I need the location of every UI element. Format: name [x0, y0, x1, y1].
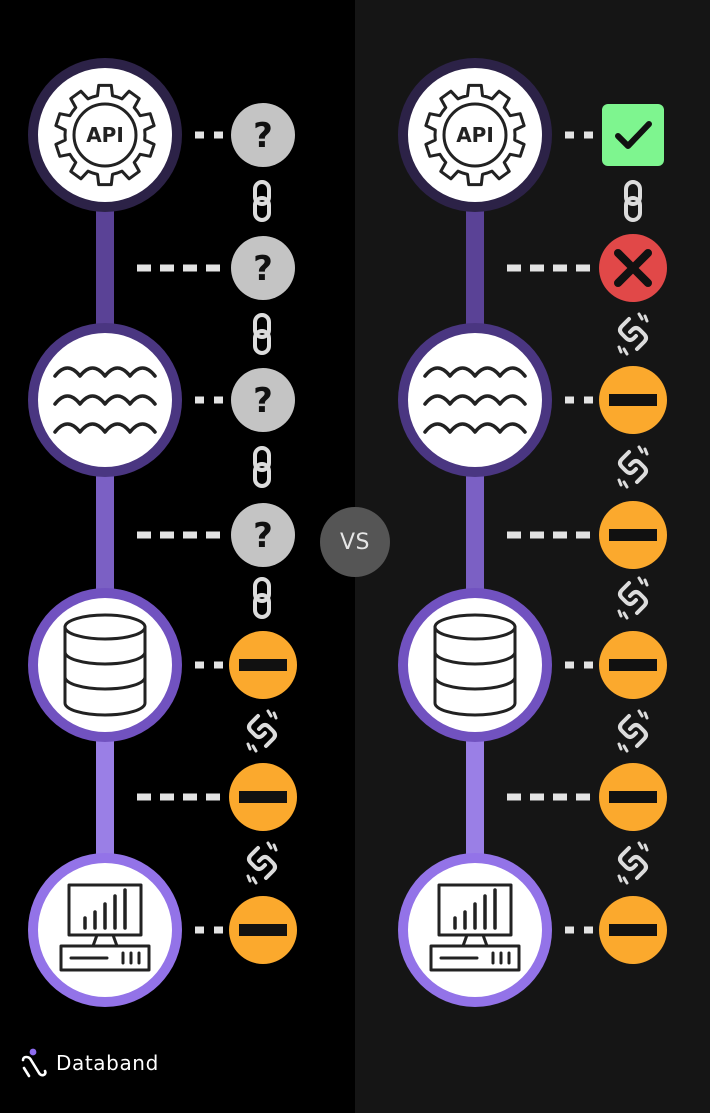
stage-node-database: [398, 588, 552, 742]
chain-link-icon: [253, 577, 271, 619]
chain-link-icon: [253, 446, 271, 488]
api-label: API: [456, 123, 494, 147]
minus-icon: [609, 394, 657, 406]
unknown-icon: [231, 368, 295, 432]
api-gear-icon: [424, 83, 526, 187]
stage-node-api: API: [398, 58, 552, 212]
status-partial-badge: [599, 896, 667, 964]
question-mark-icon: ?: [253, 381, 273, 421]
left-pipeline: ???? API: [28, 58, 297, 1007]
broken-link-icon: [246, 841, 278, 885]
pipeline-connector: [96, 195, 114, 340]
broken-link-icon: [617, 709, 649, 753]
status-unknown-badge: ?: [231, 103, 295, 167]
right-pipeline: API: [398, 58, 667, 1007]
database-icon: [433, 613, 517, 717]
status-success-badge: [602, 104, 664, 166]
api-gear-icon: [54, 83, 156, 187]
brand-name: Databand: [56, 1051, 159, 1075]
database-icon: [63, 613, 147, 717]
vs-badge: VS: [320, 507, 390, 577]
pipeline-connector: [466, 725, 484, 870]
api-label: API: [86, 123, 124, 147]
success-icon: [602, 104, 664, 166]
chain-link-icon: [253, 313, 271, 355]
question-mark-icon: ?: [253, 249, 273, 289]
minus-icon: [239, 924, 287, 936]
stage-node-data-lake: [398, 323, 552, 477]
broken-link-icon: [617, 445, 649, 489]
minus-icon: [239, 791, 287, 803]
chain-link-icon: [253, 180, 271, 222]
broken-link-icon: [617, 841, 649, 885]
broken-link-icon: [617, 312, 649, 356]
waves-icon: [53, 366, 157, 434]
stage-node-data-lake: [28, 323, 182, 477]
check-icon: [615, 121, 652, 149]
minus-icon: [609, 791, 657, 803]
status-partial-badge: [599, 366, 667, 434]
waves-icon: [423, 366, 527, 434]
dashboard-monitor-icon: [429, 883, 521, 972]
stage-node-dashboard: [398, 853, 552, 1007]
stage-node-dashboard: [28, 853, 182, 1007]
unknown-icon: [231, 503, 295, 567]
pipeline-connector: [96, 725, 114, 870]
broken-link-icon: [617, 576, 649, 620]
stage-disc: [38, 863, 172, 997]
stage-disc: [38, 333, 172, 467]
cross-icon: [614, 249, 652, 287]
status-failure-badge: [599, 234, 667, 302]
stage-disc: [408, 863, 542, 997]
chain-link-icon: [624, 180, 642, 222]
pipeline-connector: [96, 460, 114, 605]
status-partial-badge: [229, 631, 297, 699]
dashboard-monitor-icon: [59, 883, 151, 972]
stage-disc: [408, 333, 542, 467]
broken-link-icon: [246, 709, 278, 753]
unknown-icon: [231, 103, 295, 167]
databand-logo-icon: [21, 1048, 47, 1078]
status-partial-badge: [229, 896, 297, 964]
minus-icon: [609, 529, 657, 541]
question-mark-icon: ?: [253, 516, 273, 556]
status-partial-badge: [599, 763, 667, 831]
stage-node-database: [28, 588, 182, 742]
minus-icon: [609, 924, 657, 936]
status-unknown-badge: ?: [231, 236, 295, 300]
minus-icon: [239, 659, 287, 671]
vs-label: VS: [339, 529, 370, 555]
question-mark-icon: ?: [253, 116, 273, 156]
status-unknown-badge: ?: [231, 503, 295, 567]
status-partial-badge: [229, 763, 297, 831]
stage-node-api: API: [28, 58, 182, 212]
minus-icon: [609, 659, 657, 671]
pipeline-connector: [466, 195, 484, 340]
status-unknown-badge: ?: [231, 368, 295, 432]
pipeline-connector: [466, 460, 484, 605]
status-partial-badge: [599, 631, 667, 699]
brand: Databand: [20, 1046, 159, 1080]
unknown-icon: [231, 236, 295, 300]
status-partial-badge: [599, 501, 667, 569]
